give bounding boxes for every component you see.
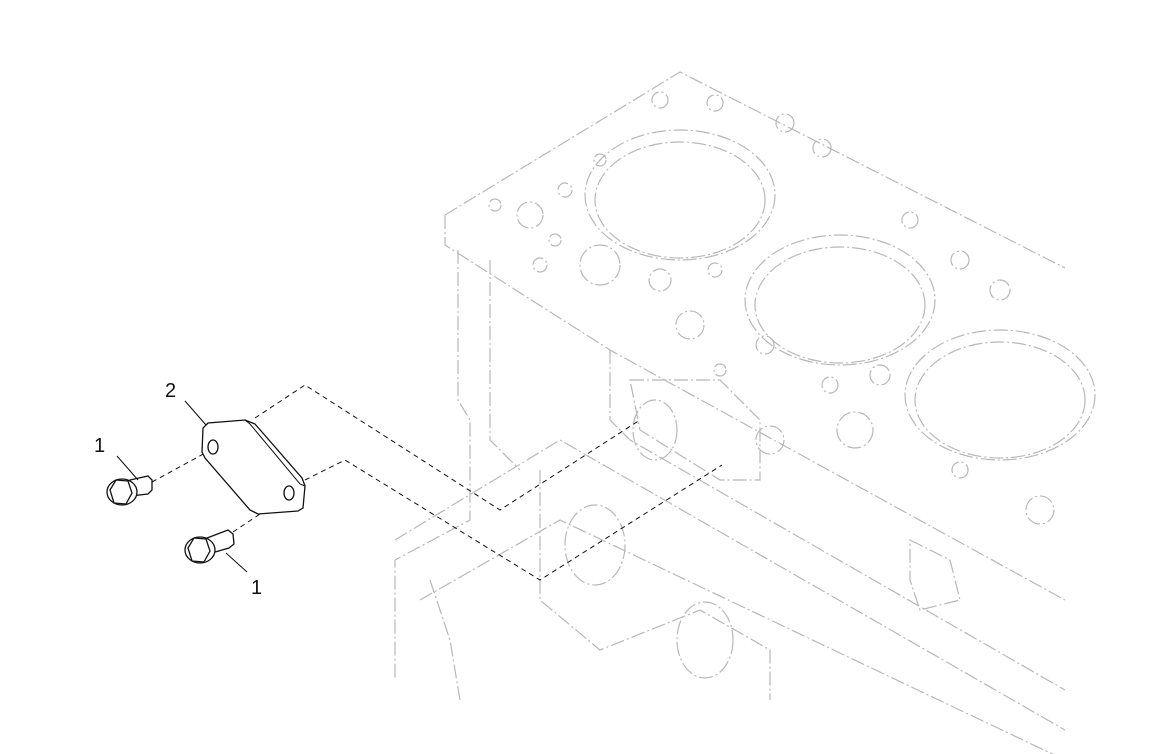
leader-line-1-lower: [225, 552, 248, 573]
bolt-upper: [106, 475, 153, 506]
callout-bolt-upper: 1: [94, 435, 105, 457]
cover-plate: [201, 419, 306, 515]
leader-line-2: [184, 400, 207, 426]
engine-block-outline: [394, 71, 1096, 754]
callout-bolt-lower: 1: [251, 577, 262, 599]
callout-cover-plate: 2: [165, 380, 176, 402]
leader-line-1-upper: [116, 455, 139, 481]
bolt-lower: [184, 529, 235, 564]
